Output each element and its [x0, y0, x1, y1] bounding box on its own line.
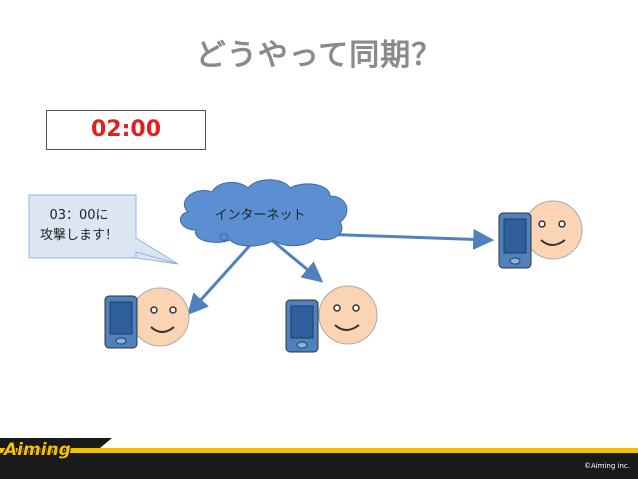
brand-logo: Aiming — [4, 440, 71, 460]
speech-bubble-text: 03：00に 攻撃します！ — [29, 206, 129, 246]
speech-bubble-line1: 03：00に — [49, 208, 109, 223]
phone-icon — [104, 295, 138, 349]
cloud-label: インターネット — [214, 208, 306, 223]
phone-icon — [498, 212, 532, 269]
user-middle — [285, 285, 378, 353]
face-icon — [318, 285, 378, 345]
face-icon — [523, 200, 583, 260]
timer-display: 02:00 — [46, 110, 206, 150]
user-right — [498, 200, 583, 269]
speech-bubble — [28, 194, 179, 265]
page-title: どうやって同期？ — [195, 38, 443, 73]
copyright-text: ©Aiming inc. — [583, 462, 630, 470]
footer-bar — [0, 438, 638, 479]
user-left — [104, 287, 190, 349]
phone-icon — [285, 299, 319, 353]
speech-bubble-line2: 攻撃します！ — [39, 228, 118, 243]
face-icon — [130, 287, 190, 347]
internet-cloud — [180, 179, 348, 247]
